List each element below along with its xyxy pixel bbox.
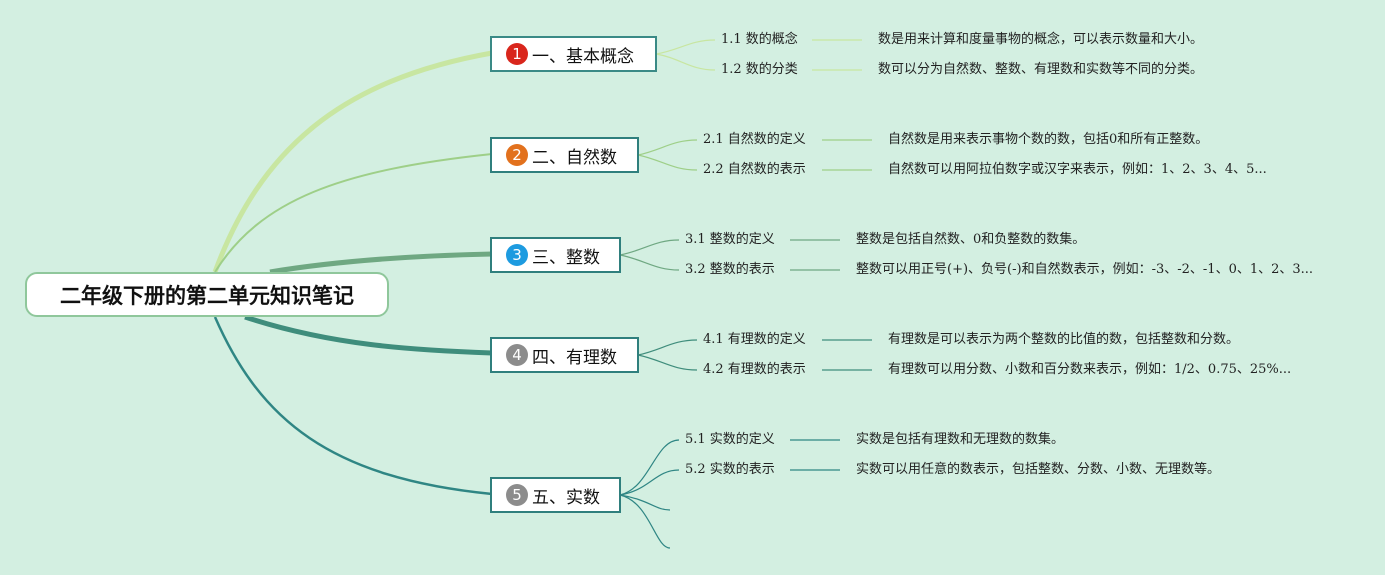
detail-4-2[interactable]: 有理数可以用分数、小数和百分数来表示，例如：1/2、0.75、25%... — [888, 362, 1292, 377]
subtopic-1-2[interactable]: 1.2 数的分类 — [721, 62, 798, 77]
detail-5-1[interactable]: 实数是包括有理数和无理数的数集。 — [856, 432, 1065, 447]
connector-root-branch-4 — [244, 314, 493, 356]
branch-2-label: 二、自然数 — [532, 147, 617, 168]
branch-1-label: 一、基本概念 — [532, 46, 634, 67]
subtopic-2-2[interactable]: 2.2 自然数的表示 — [703, 162, 806, 177]
fork-2-1 — [637, 139, 698, 156]
fork-1-1 — [655, 39, 716, 55]
number-4-badge-icon: 4 — [506, 344, 528, 366]
detail-1-2[interactable]: 数可以分为自然数、整数、有理数和实数等不同的分类。 — [878, 62, 1204, 77]
subtopic-3-1[interactable]: 3.1 整数的定义 — [685, 232, 775, 247]
connector-root-branch-2 — [214, 153, 493, 273]
detail-2-1[interactable]: 自然数是用来表示事物个数的数，包括0和所有正整数。 — [888, 132, 1209, 147]
branch-5-label: 五、实数 — [532, 487, 600, 508]
subtopic-4-1[interactable]: 4.1 有理数的定义 — [703, 332, 806, 347]
subtopic-5-2[interactable]: 5.2 实数的表示 — [685, 462, 775, 477]
branch-5-node[interactable]: 5 五、实数 — [490, 477, 621, 513]
number-3-badge-icon: 3 — [506, 244, 528, 266]
connector-root-branch-3 — [269, 251, 493, 275]
fork-5-1 — [619, 439, 680, 496]
branch-3-label: 三、整数 — [532, 247, 600, 268]
subtopic-2-1[interactable]: 2.1 自然数的定义 — [703, 132, 806, 147]
fork-4-2 — [637, 354, 698, 371]
branch-1-node[interactable]: 1 一、基本概念 — [490, 36, 657, 72]
detail-5-2[interactable]: 实数可以用任意的数表示，包括整数、分数、小数、无理数等。 — [856, 462, 1221, 477]
fork-3-1 — [619, 239, 680, 256]
root-topic[interactable]: 二年级下册的第二单元知识笔记 — [25, 272, 389, 317]
subtopic-4-2[interactable]: 4.2 有理数的表示 — [703, 362, 806, 377]
number-2-badge-icon: 2 — [506, 144, 528, 166]
number-5-badge-icon: 5 — [506, 484, 528, 506]
fork-1-2 — [655, 53, 716, 71]
connector-root-branch-5 — [213, 316, 493, 496]
detail-3-1[interactable]: 整数是包括自然数、0和负整数的数集。 — [856, 232, 1086, 247]
branch-4-node[interactable]: 4 四、有理数 — [490, 337, 639, 373]
fork-5-3 — [619, 494, 671, 511]
branch-4-label: 四、有理数 — [532, 347, 617, 368]
subtopic-1-1[interactable]: 1.1 数的概念 — [721, 32, 798, 47]
detail-2-2[interactable]: 自然数可以用阿拉伯数字或汉字来表示，例如：1、2、3、4、5... — [888, 162, 1267, 177]
branch-2-node[interactable]: 2 二、自然数 — [490, 137, 639, 173]
fork-5-4 — [619, 494, 671, 549]
subtopic-3-2[interactable]: 3.2 整数的表示 — [685, 262, 775, 277]
branch-3-node[interactable]: 3 三、整数 — [490, 237, 621, 273]
fork-3-2 — [619, 254, 680, 271]
subtopic-5-1[interactable]: 5.1 实数的定义 — [685, 432, 775, 447]
fork-2-2 — [637, 154, 698, 171]
connector-root-branch-1 — [212, 50, 493, 273]
detail-4-1[interactable]: 有理数是可以表示为两个整数的比值的数，包括整数和分数。 — [888, 332, 1240, 347]
number-1-badge-icon: 1 — [506, 43, 528, 65]
fork-5-2 — [619, 469, 680, 496]
fork-4-1 — [637, 339, 698, 356]
root-topic-title: 二年级下册的第二单元知识笔记 — [60, 283, 354, 308]
detail-3-2[interactable]: 整数可以用正号(+)、负号(-)和自然数表示，例如：-3、-2、-1、0、1、2… — [856, 262, 1314, 277]
detail-1-1[interactable]: 数是用来计算和度量事物的概念，可以表示数量和大小。 — [878, 32, 1204, 47]
